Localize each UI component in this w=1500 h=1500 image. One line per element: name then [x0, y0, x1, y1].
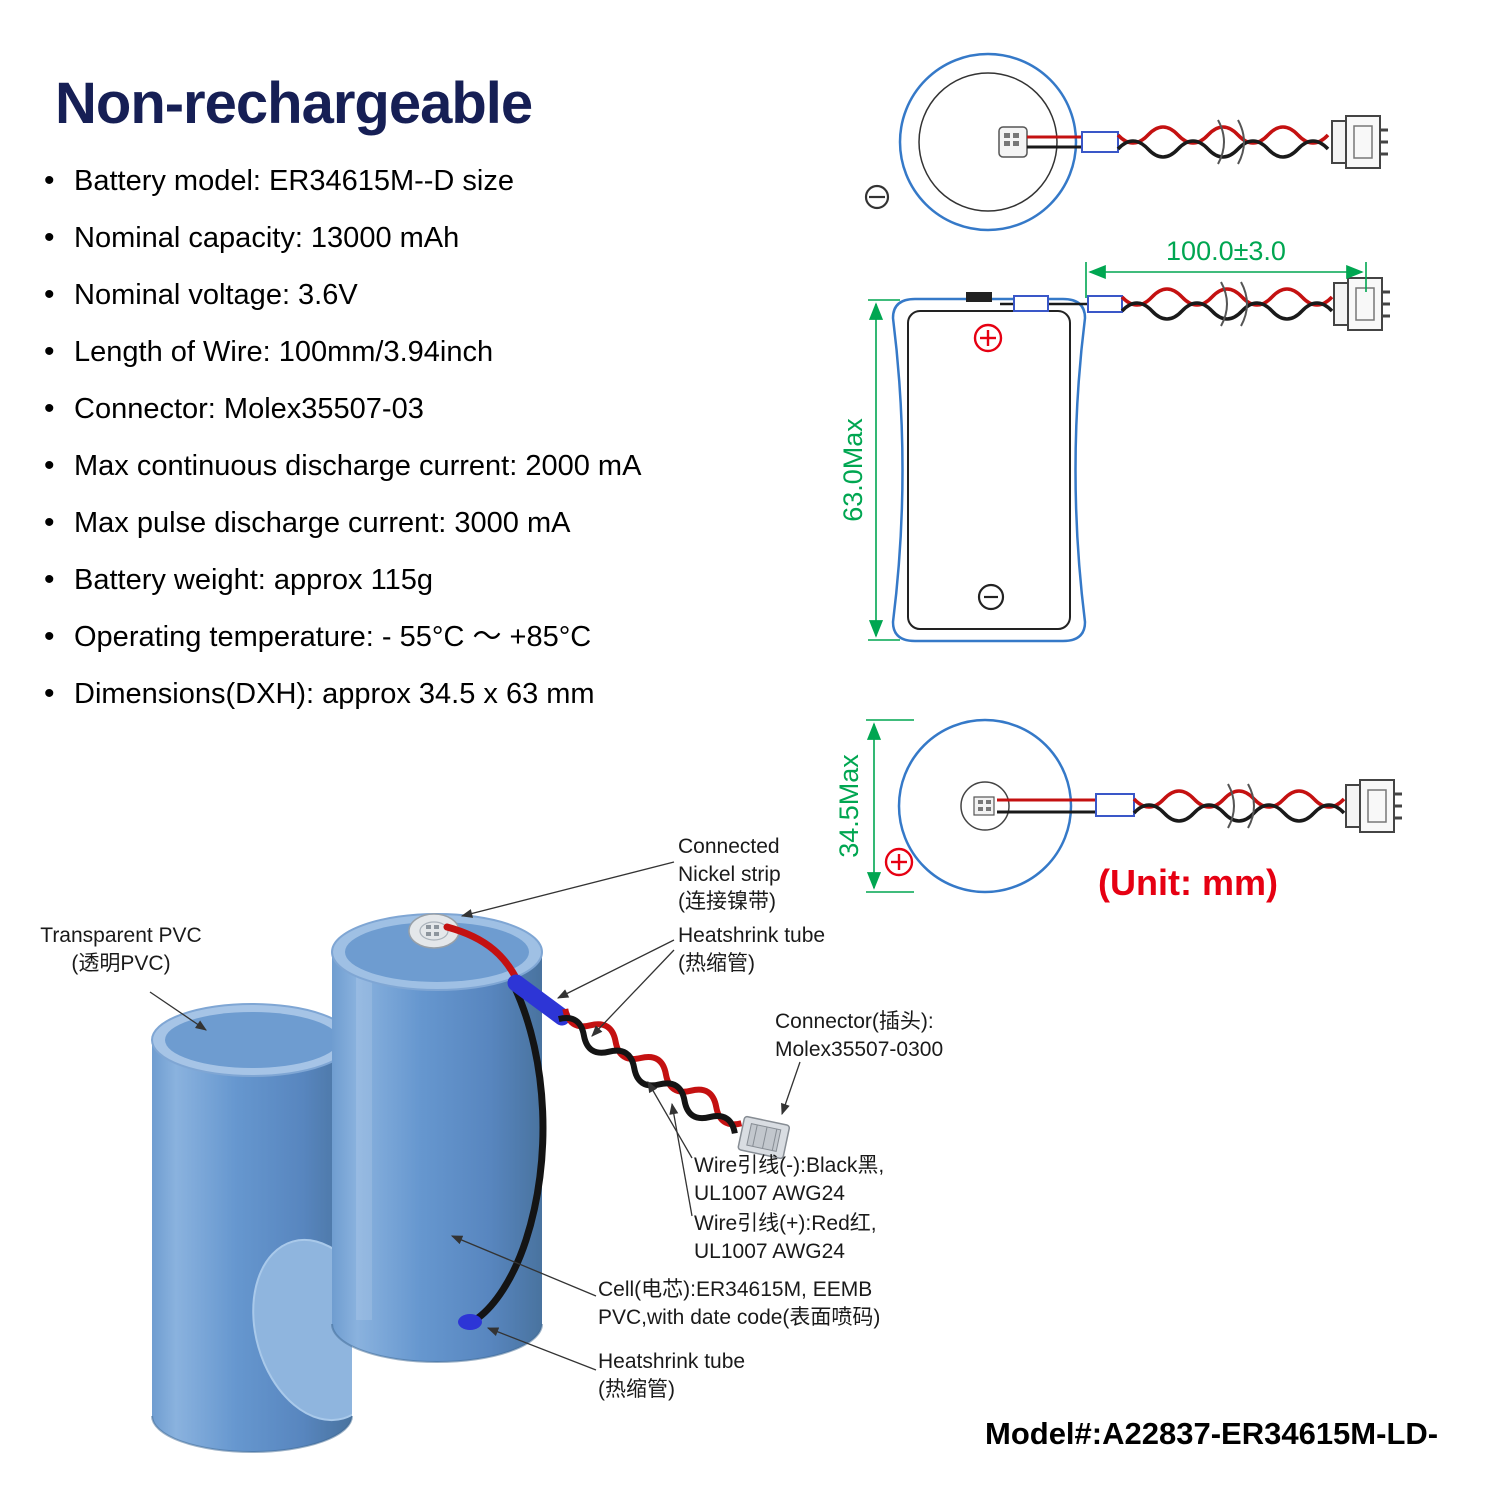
dim-diameter-text: 34.5Max	[834, 754, 864, 858]
spec-item: Battery model: ER34615M--D size	[42, 163, 762, 199]
leader-transparent-pvc	[149, 991, 207, 1031]
spec-item: Length of Wire: 100mm/3.94inch	[42, 334, 762, 370]
leader-wire-red	[669, 1102, 693, 1217]
spec-item: Battery weight: approx 115g	[42, 562, 762, 598]
connector-2d	[1330, 114, 1390, 170]
connector-3d	[737, 1115, 791, 1160]
nickel-tab	[966, 292, 992, 302]
battery-3d-illustration	[151, 913, 791, 1453]
side-view-drawing: 100.0±3.0 63.0Max	[838, 236, 1392, 643]
spec-item-text: Operating temperature: - 55°C ～ +85°C	[74, 621, 592, 653]
dimension-wire-length	[1085, 262, 1367, 298]
nickel-tab	[973, 796, 995, 816]
spec-item-text: Battery model: ER34615M--D size	[74, 165, 514, 197]
battery-cell-front	[331, 913, 543, 1363]
connector-2d	[1332, 276, 1392, 332]
spec-item-text: Nominal capacity: 13000 mAh	[74, 222, 460, 254]
spec-item-text: Max pulse discharge current: 3000 mA	[74, 507, 571, 539]
spec-item: Max continuous discharge current: 2000 m…	[42, 448, 762, 484]
dimension-height	[868, 299, 900, 641]
plus-terminal-symbol	[973, 323, 1003, 353]
label-nickel-strip: Connected Nickel strip (连接镍带)	[678, 835, 781, 914]
page-title: Non-rechargeable	[55, 71, 533, 136]
plus-terminal-symbol	[884, 847, 914, 877]
nickel-strip	[408, 913, 460, 949]
connector-2d	[1344, 778, 1404, 834]
dim-height-text: 63.0Max	[838, 418, 868, 522]
model-number: Model#:A22837-ER34615M-LD-	[985, 1416, 1439, 1451]
minus-terminal-symbol	[864, 184, 890, 210]
label-transparent-pvc: Transparent PVC (透明PVC)	[40, 924, 202, 975]
spec-item: Nominal capacity: 13000 mAh	[42, 220, 762, 256]
unit-note: (Unit: mm)	[1098, 862, 1278, 903]
wire-heatshrink-tube	[507, 974, 571, 1026]
minus-terminal-symbol	[977, 583, 1005, 611]
label-wire-negative: Wire引线(-):Black黑, UL1007 AWG24	[694, 1154, 885, 1205]
leader-cell	[450, 1235, 597, 1297]
heatshrink-sleeve	[1081, 131, 1119, 153]
leader-heatshrink-b	[591, 949, 675, 1037]
leader-wire-black	[647, 1081, 693, 1159]
spec-item-text: Dimensions(DXH): approx 34.5 x 63 mm	[74, 678, 595, 710]
dim-wire-length-text: 100.0±3.0	[1166, 236, 1286, 266]
spec-item-text: Length of Wire: 100mm/3.94inch	[74, 336, 494, 368]
label-heatshrink-bottom: Heatshrink tube (热缩管)	[598, 1350, 746, 1401]
battery-cell-left	[151, 1003, 353, 1453]
spec-item: Nominal voltage: 3.6V	[42, 277, 762, 313]
cell-outline-top	[898, 52, 1078, 232]
twisted-wire-pair	[558, 1008, 743, 1135]
spec-list: Battery model: ER34615M--D size Nominal …	[42, 163, 762, 734]
dimension-diameter	[866, 719, 914, 893]
annotation-leader-lines	[149, 861, 801, 1371]
label-connector: Connector(插头): Molex35507-0300	[775, 1010, 944, 1061]
leader-connector	[781, 1061, 801, 1116]
spec-item-text: Connector: Molex35507-03	[74, 393, 424, 425]
pvc-wrap-outline	[891, 297, 1087, 643]
leader-nickel-strip	[460, 861, 675, 918]
negative-wire	[474, 984, 547, 1322]
spec-item: Operating temperature: - 55°C ～ +85°C	[42, 619, 762, 655]
spec-item: Max pulse discharge current: 3000 mA	[42, 505, 762, 541]
leader-heatshrink-a	[556, 939, 675, 999]
spec-item-text: Battery weight: approx 115g	[74, 564, 433, 596]
heatshrink-sleeve	[1095, 793, 1135, 817]
spec-item-text: Max continuous discharge current: 2000 m…	[74, 450, 642, 482]
bottom-view-drawing: 34.5Max	[834, 718, 1404, 894]
spec-item-text: Nominal voltage: 3.6V	[74, 279, 358, 311]
top-view-drawing	[864, 52, 1390, 232]
label-wire-positive: Wire引线(+):Red红, UL1007 AWG24	[694, 1212, 877, 1263]
leader-heatshrink-bottom	[486, 1327, 597, 1371]
label-cell: Cell(电芯):ER34615M, EEMB PVC,with date co…	[598, 1278, 881, 1329]
spec-item: Connector: Molex35507-03	[42, 391, 762, 427]
bottom-heatshrink-tube	[458, 1314, 482, 1330]
cell-body-outline	[907, 310, 1071, 630]
label-heatshrink-tube: Heatshrink tube (热缩管)	[678, 924, 826, 975]
spec-item: Dimensions(DXH): approx 34.5 x 63 mm	[42, 676, 762, 712]
